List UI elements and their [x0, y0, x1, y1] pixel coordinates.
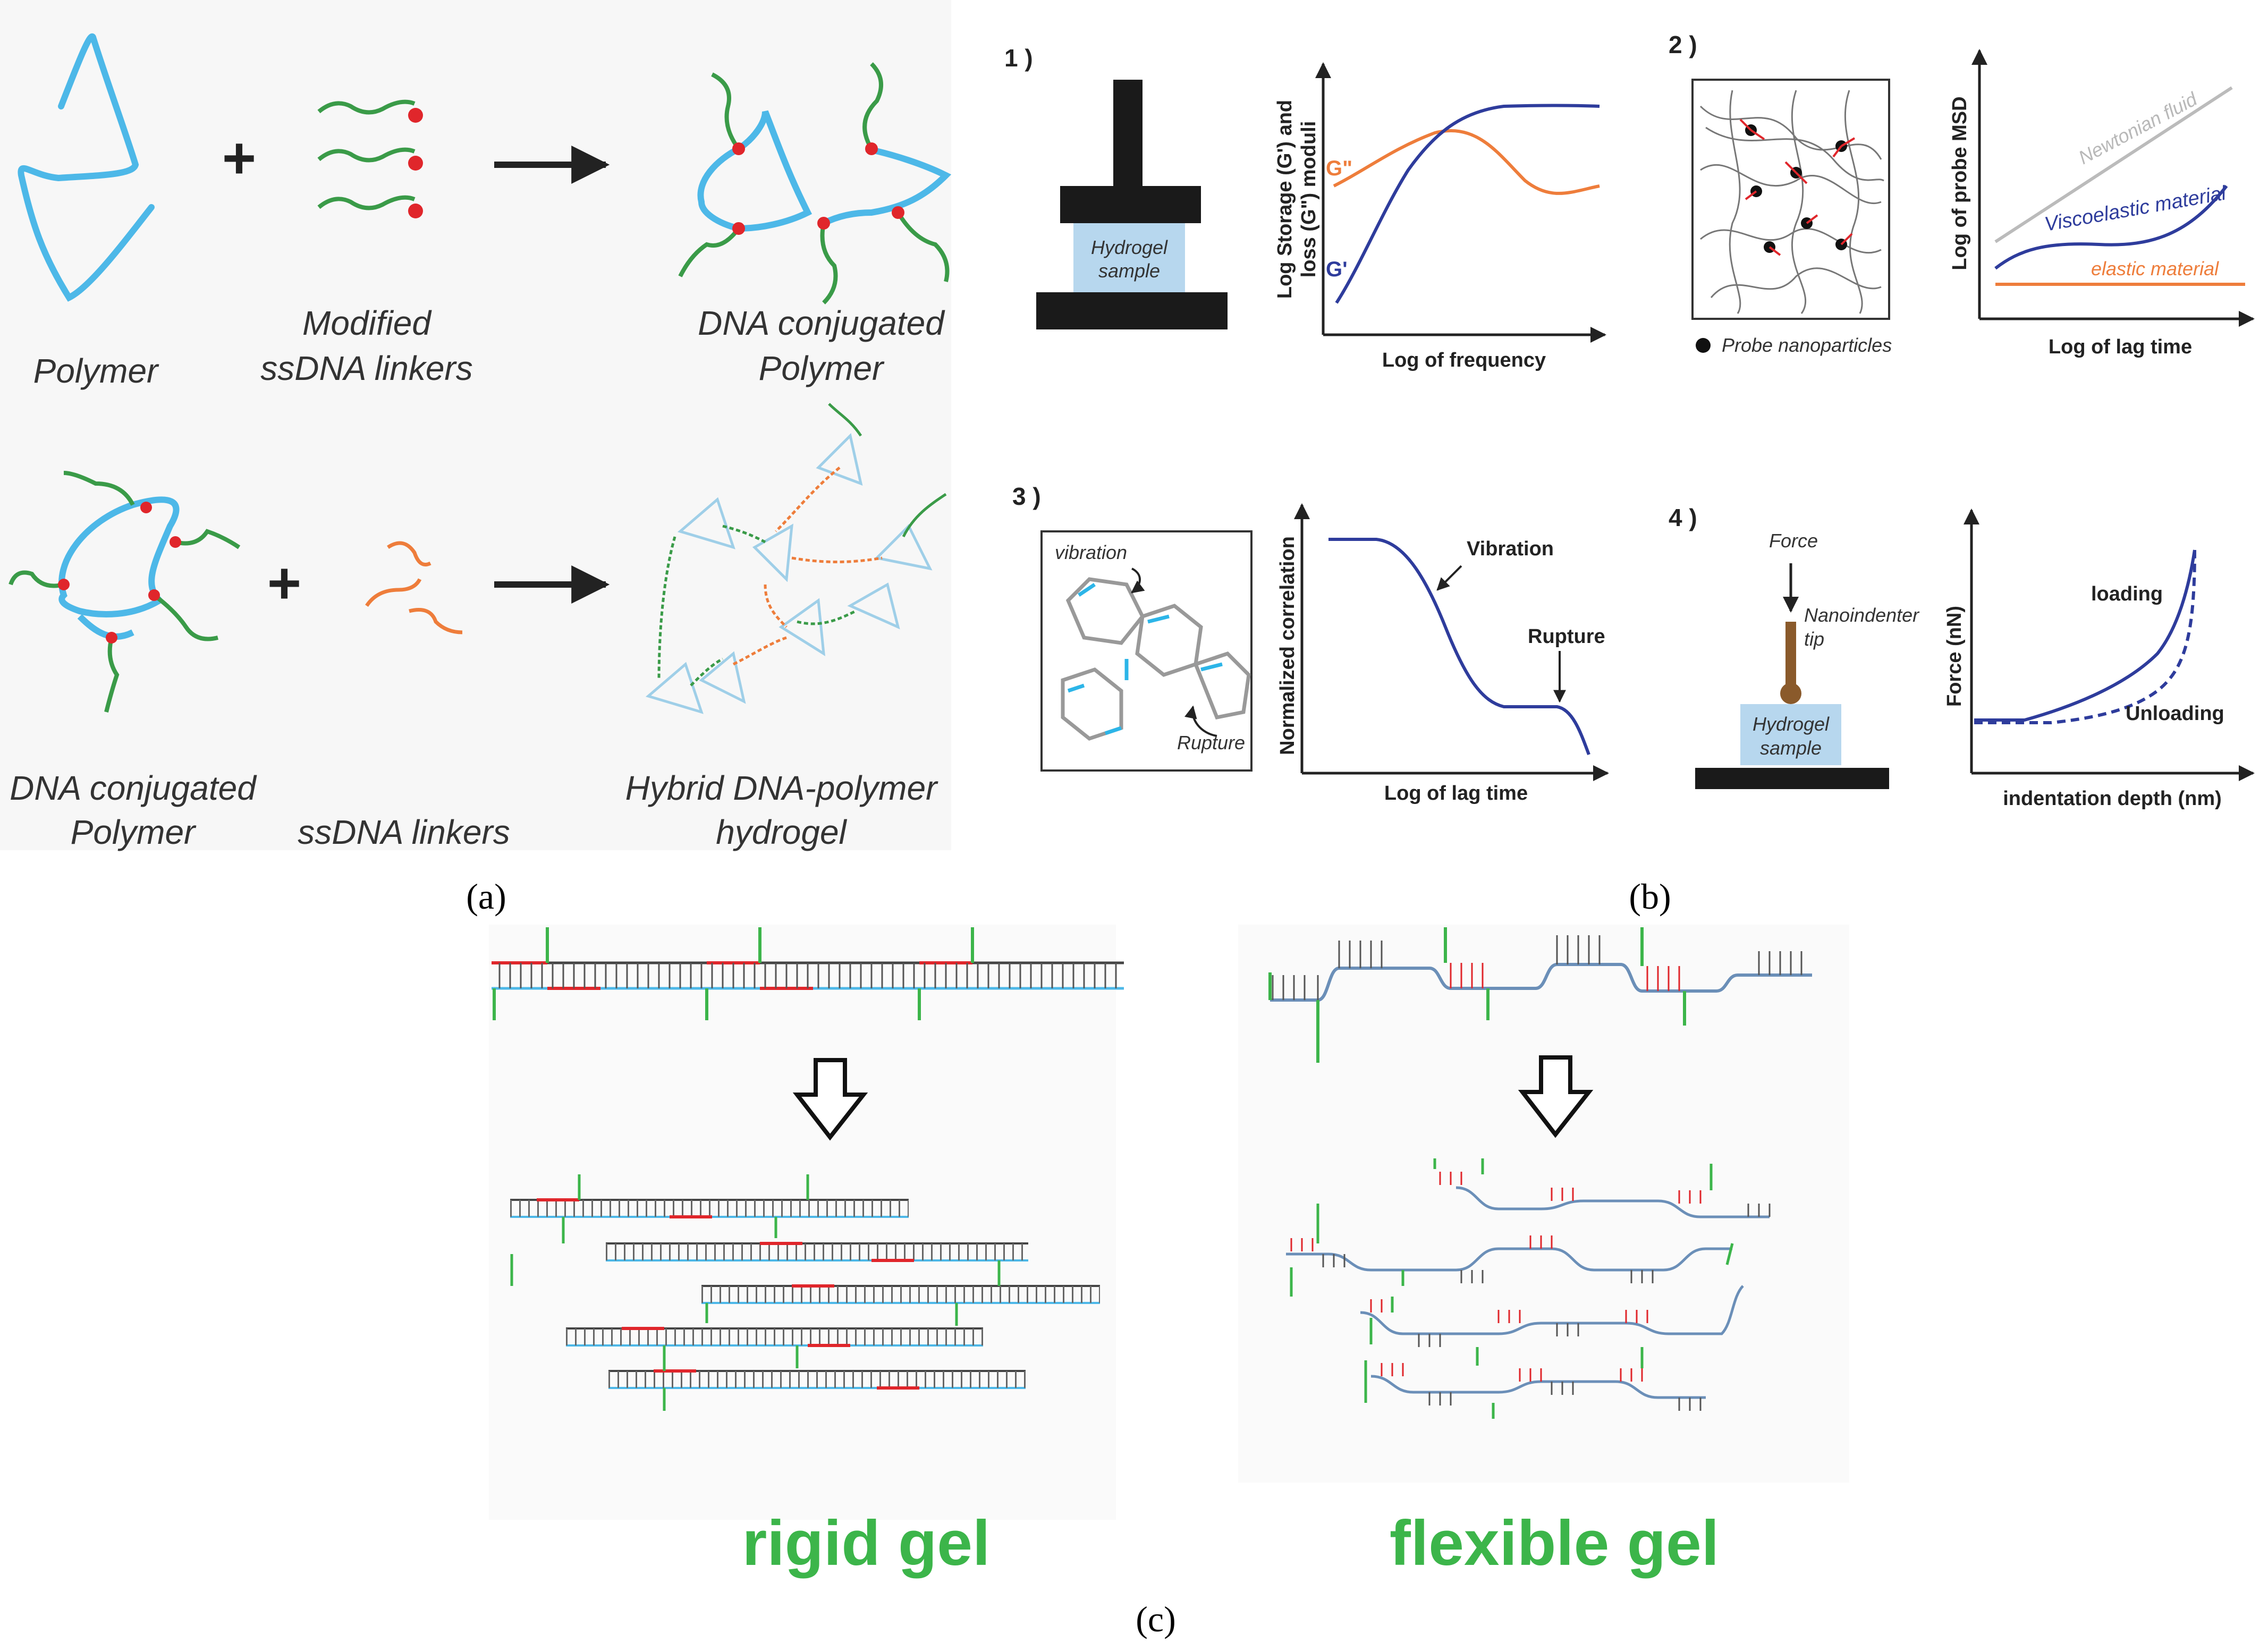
modified-label-1: Modified	[302, 304, 432, 342]
linkers-label: ssDNA linkers	[298, 813, 510, 851]
panel-b: 1 ) Hydrogel sample G" G' Log Storage (G…	[1004, 31, 2255, 917]
b1-sample-2: sample	[1098, 260, 1160, 282]
b4-sample-2: sample	[1760, 737, 1822, 759]
dna-conjugated-polymer-icon-2	[9, 471, 241, 713]
polymer-label: Polymer	[33, 352, 159, 390]
dna-conjugated-polymer-icon	[678, 62, 952, 304]
flexible-gel-label: flexible gel	[1390, 1508, 1719, 1579]
b1-ylabel-2: loss (G") moduli	[1298, 121, 1320, 278]
rigid-dna-strand	[492, 927, 1124, 1020]
b3-xlabel: Log of lag time	[1384, 782, 1528, 805]
flexible-gel-network	[1286, 1158, 1771, 1419]
b3-correlation-curve	[1328, 538, 1590, 756]
ssdna-linkers-icon	[365, 541, 463, 634]
b4-xlabel: indentation depth (nm)	[2003, 788, 2222, 810]
b2-line-newtonian	[1994, 86, 2233, 243]
panel-a-background	[0, 0, 951, 850]
b4-sample-1: Hydrogel	[1753, 713, 1830, 735]
modified-label-2: ssDNA linkers	[260, 349, 472, 387]
caption-b: (b)	[1629, 876, 1671, 917]
product-label-2: Polymer	[759, 349, 885, 387]
conj-label-1: DNA conjugated	[10, 769, 257, 807]
nanoindenter-icon	[1695, 563, 1889, 789]
plus-sign-2: +	[267, 551, 301, 616]
b4-chart: loading Unloading Force (nN) indentation…	[1943, 509, 2255, 810]
rigid-gel-label: rigid gel	[742, 1508, 991, 1579]
modified-linkers-icon	[317, 99, 423, 218]
b4-force-label: Force	[1769, 530, 1818, 552]
plus-sign-1: +	[222, 125, 256, 191]
hybrid-hydrogel-network	[645, 403, 947, 714]
b3-rupture-label: Rupture	[1177, 732, 1245, 753]
flexible-dna-strand	[1268, 927, 1812, 1063]
b2-probe-label: Probe nanoparticles	[1722, 334, 1892, 356]
b1-ylabel-1: Log Storage (G') and	[1274, 100, 1296, 299]
b2-xlabel: Log of lag time	[2049, 336, 2192, 358]
b3-ylabel: Normalized correlation	[1276, 536, 1299, 755]
panel-a: Polymer + Modified ssDNA linkers DNA con…	[0, 0, 952, 917]
hydrogel-label-2: hydrogel	[716, 813, 847, 851]
b4-tip-label-2: tip	[1804, 628, 1824, 650]
b1-chart: G" G' Log Storage (G') and loss (G") mod…	[1274, 62, 1606, 371]
caption-a: (a)	[466, 876, 506, 917]
b4-unloading-label: Unloading	[2126, 702, 2224, 725]
b3-vibration-annot: Vibration	[1467, 538, 1554, 560]
panel-c-left-background	[489, 925, 1116, 1520]
rigid-gel-network	[510, 1174, 1100, 1411]
b1-number: 1 )	[1004, 44, 1033, 72]
rigid-down-arrow	[792, 1058, 868, 1141]
b4-ylabel: Force (nN)	[1943, 606, 1966, 707]
b2-elastic-label: elastic material	[2091, 258, 2219, 280]
b4-tip-label-1: Nanoindenter	[1804, 604, 1920, 626]
hydrogel-label-1: Hybrid DNA-polymer	[625, 769, 938, 807]
b2-newtonian-label: Newtonian fluid	[2075, 88, 2201, 168]
b4-unloading-curve	[1974, 549, 2196, 724]
b1-g1-label: G'	[1326, 258, 1348, 281]
b1-sample-1: Hydrogel	[1091, 236, 1168, 258]
caption-c: (c)	[1136, 1599, 1175, 1639]
b2-ylabel: Log of probe MSD	[1949, 96, 1971, 270]
b4-loading-label: loading	[2091, 583, 2163, 605]
b3-chart: Vibration Rupture Normalized correlation…	[1276, 503, 1609, 805]
b3-number: 3 )	[1012, 482, 1041, 510]
b2-chart: Newtonian fluid Viscoelastic material el…	[1949, 49, 2255, 358]
b3-vibration-label: vibration	[1055, 541, 1127, 563]
b1-curve-g1	[1335, 104, 1600, 304]
flexible-down-arrow	[1518, 1055, 1594, 1138]
rheometer-icon	[1036, 80, 1228, 329]
b3-rupture-annot: Rupture	[1528, 625, 1605, 648]
panel-c-right-background	[1238, 925, 1849, 1483]
b2-viscoelastic-label: Viscoelastic material	[2043, 182, 2228, 236]
b3-vibration-arrow	[1436, 565, 1462, 591]
b4-loading-curve	[1974, 549, 2196, 722]
panel-c: rigid gel flexible gel (c)	[489, 925, 1849, 1639]
b1-g2-label: G"	[1326, 157, 1352, 180]
b1-xlabel: Log of frequency	[1382, 349, 1546, 371]
b1-curve-g2	[1333, 129, 1600, 195]
b4-number: 4 )	[1669, 504, 1697, 531]
product-label-1: DNA conjugated	[698, 304, 945, 342]
honeycomb-network-icon	[1040, 530, 1253, 772]
probe-network-icon	[1691, 79, 1890, 320]
conj-label-2: Polymer	[71, 813, 197, 851]
polymer-strand	[18, 33, 155, 302]
probe-legend-dot	[1696, 338, 1711, 353]
b2-number: 2 )	[1669, 31, 1697, 58]
b2-line-viscoelastic	[1994, 185, 2228, 270]
